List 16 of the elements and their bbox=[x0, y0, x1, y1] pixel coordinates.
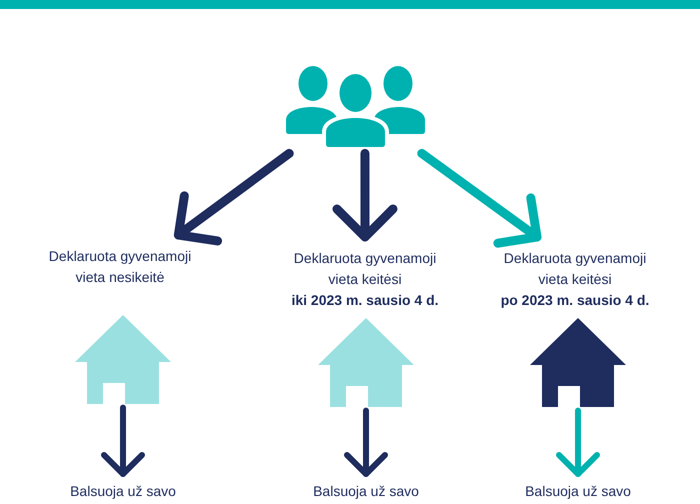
arrow bbox=[101, 404, 145, 477]
people-icon bbox=[285, 64, 426, 148]
arrow bbox=[332, 148, 398, 242]
category-label: Deklaruota gyvenamoji vieta nesikeitė bbox=[47, 246, 193, 288]
arrow bbox=[344, 408, 388, 477]
category-label: Deklaruota gyvenamoji vieta keitėsi iki 2023 m. sausio 4 d. bbox=[289, 248, 441, 311]
house-icon bbox=[318, 318, 414, 407]
outcome-label: Balsuoja už savo bbox=[70, 482, 176, 500]
arrow bbox=[556, 408, 600, 477]
outcome-label: Balsuoja už savo bbox=[525, 482, 631, 500]
arrow bbox=[417, 148, 542, 248]
outcome-label: Balsuoja už savo bbox=[313, 482, 419, 500]
house-icon bbox=[75, 315, 171, 404]
house-icon bbox=[530, 318, 626, 407]
category-label: Deklaruota gyvenamoji vieta keitėsi po 2023 m. sausio 4 d. bbox=[499, 248, 651, 311]
arrow bbox=[174, 148, 294, 246]
